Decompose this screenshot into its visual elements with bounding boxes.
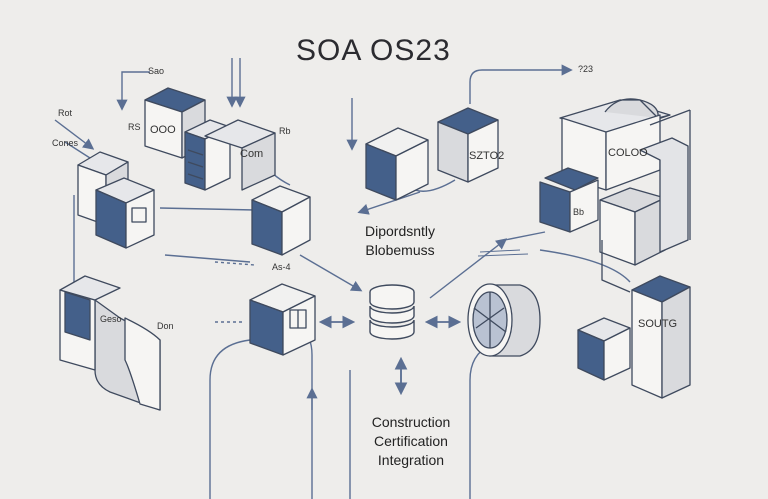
arrow-up-bottom-left [209,339,251,499]
bidir-arrows [318,315,462,396]
right-disk-cylinder [467,283,541,357]
dash-as4 [214,261,256,266]
center-caption: Dipordsntly Blobemuss [352,222,448,260]
right-tower [601,240,691,399]
line-center-to-db [164,254,251,263]
connector-lines [54,58,631,499]
line-db-right-up [429,238,508,299]
label-rot: Rot [58,108,73,118]
label-sao: Sao [148,66,165,76]
arrow-to-23 [469,64,573,104]
arrow-left-rot [54,119,95,150]
center-top-cube [365,127,429,201]
label-szto2: SZTO2 [469,150,505,162]
label-coloo: COLOO [608,147,648,159]
left-tall-block [59,275,161,411]
left-cube-cluster [77,151,155,249]
label-soutg: SOUTG [638,318,678,330]
bottom-caption-line-2: Certification [374,433,448,449]
bottom-caption-line-1: Construction [371,414,451,430]
label-com: Com [240,148,264,160]
center-database [369,284,415,340]
bottom-caption-line-3: Integration [377,452,445,468]
label-ooo: OOO [150,124,176,136]
center-caption-line-1: Dipordsntly [364,223,436,239]
line-bottom-right [469,344,491,499]
bottom-caption: Construction Certification Integration [356,413,466,470]
diagram-title: SOA OS23 [296,34,451,67]
label-23: ?23 [578,64,594,74]
middle-left-cube [251,185,311,256]
line-to-center-db [299,254,363,292]
label-bb: Bb [573,207,585,217]
bottom-right-cube [577,317,631,381]
szto2-cube [437,107,499,183]
bottom-left-cube [249,283,316,356]
label-as4: As-4 [272,262,291,272]
line-szto-arc [414,179,456,192]
line-right-long [504,231,546,241]
tick-marks [477,249,529,257]
center-caption-line-2: Blobemuss [365,242,435,258]
arrow-left-cones [64,141,91,159]
line-mid-cube-to-left [159,207,256,211]
right-block-cluster [539,98,691,266]
upper-left-cubes [144,87,276,191]
arrow-top-left-loop [116,71,150,111]
label-don: Don [157,321,174,331]
label-cones: Cones [52,138,79,148]
label-rs: RS [128,122,141,132]
label-rb: Rb [279,126,291,136]
line-from-cube-szto [357,191,421,215]
line-right-curve [539,249,631,283]
label-geso: Geso [100,314,122,324]
